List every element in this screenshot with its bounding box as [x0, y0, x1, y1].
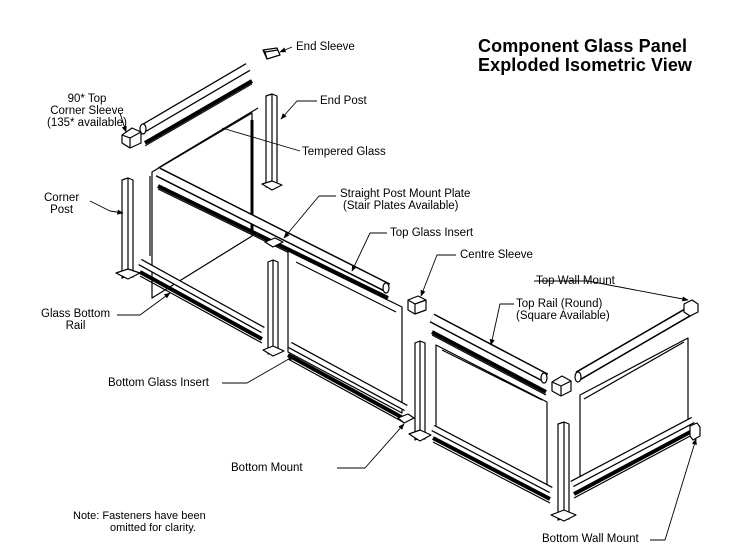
label-bottom-glass-insert-text: Bottom Glass Insert — [108, 377, 209, 389]
right-corner-sleeve — [551, 375, 572, 397]
label-mount-plate-l1: Straight Post Mount Plate — [340, 188, 471, 200]
label-mount-plate-l2: (Stair Plates Available) — [343, 200, 459, 212]
label-glass-bottom-rail-l2: Rail — [65, 320, 86, 332]
label-tempered-glass: Tempered Glass — [302, 146, 386, 158]
right-corner-post — [550, 421, 577, 522]
corner-sleeve — [121, 127, 142, 149]
label-centre-sleeve: Centre Sleeve — [460, 249, 533, 261]
label-corner-post: Corner Post — [44, 192, 79, 216]
right-bottom-rail — [431, 424, 553, 504]
label-bottom-wall-mount: Bottom Wall Mount — [542, 533, 639, 545]
label-corner-sleeve-l2: Corner Sleeve — [50, 105, 124, 117]
label-top-glass-insert-text: Top Glass Insert — [390, 227, 474, 239]
end-post — [261, 93, 283, 191]
tempered-glass-middle — [287, 250, 403, 414]
label-top-rail: Top Rail (Round) (Square Available) — [516, 298, 610, 322]
label-corner-post-l1: Corner — [44, 192, 80, 204]
glass-bottom-rail — [138, 258, 265, 344]
middle-top-rail — [155, 167, 391, 294]
right-top-glass-insert — [431, 330, 547, 396]
label-bottom-glass-insert: Bottom Glass Insert — [108, 377, 209, 389]
label-corner-post-l2: Post — [50, 204, 74, 216]
end-sleeve — [262, 47, 281, 60]
footnote-line-2: omitted for clarity. — [110, 522, 196, 534]
far-right-top-rail — [574, 306, 693, 383]
label-top-wall-mount-text: Top Wall Mount — [536, 275, 615, 287]
label-mount-plate: Straight Post Mount Plate (Stair Plates … — [340, 188, 470, 212]
label-top-glass-insert: Top Glass Insert — [390, 227, 473, 239]
footnote: Note: Fasteners have been omitted for cl… — [73, 510, 206, 534]
leader-lines — [89, 46, 697, 541]
label-end-sleeve-text: End Sleeve — [296, 41, 355, 53]
top-wall-mount — [683, 299, 699, 317]
title-line-2: Exploded Isometric View — [478, 55, 693, 75]
tempered-glass-left — [151, 107, 259, 299]
label-top-rail-l2: (Square Available) — [516, 310, 610, 322]
label-tempered-glass-text: Tempered Glass — [302, 146, 386, 158]
label-end-sleeve: End Sleeve — [296, 41, 355, 53]
diagram-title: Component Glass Panel Exploded Isometric… — [478, 37, 692, 75]
footnote-line-1: Note: Fasteners have been — [73, 510, 206, 522]
label-glass-bottom-rail: Glass Bottom Rail — [41, 308, 110, 332]
label-glass-bottom-rail-l1: Glass Bottom — [41, 308, 111, 320]
label-corner-sleeve-l3: (135* available) — [47, 117, 127, 129]
centre-sleeve — [407, 295, 427, 315]
label-corner-sleeve: 90* Top Corner Sleeve (135* available) — [47, 93, 127, 129]
far-right-bottom-rail — [570, 416, 695, 499]
corner-post — [115, 177, 141, 280]
label-corner-sleeve-l1: 90* Top — [67, 93, 107, 105]
label-end-post: End Post — [320, 95, 367, 107]
middle-post — [262, 259, 285, 357]
label-end-post-text: End Post — [320, 95, 367, 107]
bottom-wall-mount — [689, 422, 701, 441]
straight-post-mount-plate — [264, 237, 284, 248]
label-bottom-mount: Bottom Mount — [231, 462, 303, 474]
bottom-mount — [397, 413, 415, 424]
right-top-rail — [429, 313, 549, 384]
label-top-wall-mount: Top Wall Mount — [536, 275, 615, 287]
left-top-glass-insert — [143, 79, 254, 147]
label-bottom-mount-text: Bottom Mount — [231, 462, 303, 474]
bottom-glass-insert — [287, 341, 408, 423]
title-line-1: Component Glass Panel — [478, 36, 688, 56]
left-top-rail — [139, 63, 251, 135]
label-centre-sleeve-text: Centre Sleeve — [460, 249, 533, 261]
tempered-glass-far-right — [579, 337, 689, 481]
label-bottom-wall-mount-text: Bottom Wall Mount — [542, 533, 639, 545]
centre-post — [408, 340, 432, 442]
label-top-rail-l1: Top Rail (Round) — [516, 298, 603, 310]
